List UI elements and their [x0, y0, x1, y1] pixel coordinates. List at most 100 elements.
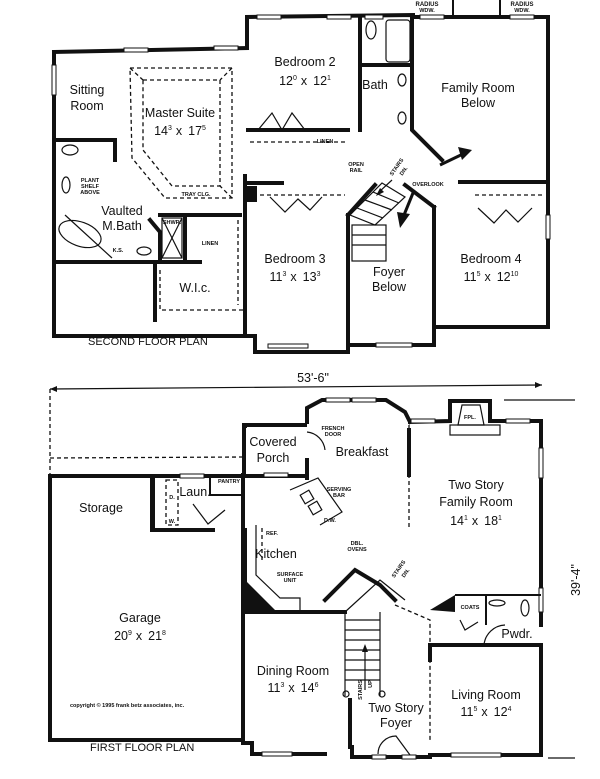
tray-ceiling	[129, 67, 144, 81]
wall	[410, 15, 445, 163]
radius-window-label: RADIUS	[415, 2, 438, 8]
window	[213, 45, 239, 51]
shower	[161, 217, 183, 259]
window	[371, 754, 387, 760]
bay-wall	[305, 398, 413, 425]
stair-treads	[364, 199, 393, 211]
fireplace-label: FPL.	[464, 415, 476, 421]
window	[538, 447, 544, 479]
tray-ceiling	[219, 67, 233, 81]
window	[410, 418, 436, 424]
room-label-sitting-room: Sitting	[70, 83, 105, 97]
arrow-left-icon	[50, 386, 57, 392]
room-label-family-room-below: Below	[461, 96, 496, 110]
room-label-two-story-foyer: Foyer	[380, 716, 412, 730]
window	[401, 754, 417, 760]
sink	[307, 500, 323, 516]
room-label-family-room: Family Room	[439, 495, 513, 509]
hearth	[449, 424, 501, 436]
bifold-door	[477, 207, 533, 224]
stairs-up-arrow-icon	[362, 644, 368, 652]
overall-depth-dimension: 39'-4"	[569, 564, 583, 596]
window	[364, 14, 384, 20]
room-label-garage: Garage	[119, 611, 161, 625]
toilet	[61, 144, 79, 156]
second-floor-plan-title: SECOND FLOOR PLAN	[88, 336, 208, 348]
window	[263, 472, 289, 478]
wall	[48, 474, 245, 742]
window	[123, 47, 149, 53]
window	[261, 751, 293, 757]
serving-bar	[289, 477, 343, 526]
double-ovens-label: DBL.	[351, 541, 364, 547]
room-label-laundry: Laun.	[179, 485, 210, 499]
radius-window-label: WDW.	[419, 8, 435, 14]
arrow-right-icon	[535, 382, 542, 388]
stair-landing	[344, 579, 406, 613]
stair-treads	[356, 207, 384, 219]
room-label-foyer-below: Below	[372, 280, 407, 294]
overlook-arrow-icon	[397, 192, 415, 228]
wall	[243, 328, 350, 354]
width-dimension-line	[49, 384, 543, 390]
room-label-bedroom-4: Bedroom 4	[460, 252, 521, 266]
sink	[397, 73, 407, 87]
room-label-dining-room: Dining Room	[257, 664, 329, 678]
washer-dryer	[165, 479, 179, 526]
room-label-powder: Pwdr.	[501, 627, 532, 641]
stairs-up-label: STAIRS	[358, 680, 364, 700]
overlook-arrow-icon	[439, 147, 472, 167]
room-label-family-room: Two Story	[448, 478, 504, 492]
tub	[385, 19, 411, 63]
open-wall	[394, 604, 431, 740]
wall	[350, 646, 543, 759]
wall	[245, 12, 550, 187]
window	[325, 397, 351, 403]
room-label-living-room: Living Room	[451, 688, 520, 702]
room-label-two-story-foyer: Two Story	[368, 701, 424, 715]
french-door-label: DOOR	[325, 432, 342, 438]
sink	[397, 111, 407, 125]
wall	[52, 108, 247, 338]
plant-shelf-label: SHELF	[81, 184, 100, 190]
toilet	[365, 20, 377, 40]
window	[545, 214, 551, 240]
stairs-down-label: DN.	[401, 567, 412, 579]
counter	[255, 525, 301, 610]
stairs-up-label: UP	[368, 680, 374, 688]
porch-roof-line	[49, 456, 245, 459]
tub-deck	[64, 214, 113, 259]
window	[505, 418, 531, 424]
room-label-storage: Storage	[79, 501, 123, 515]
sink	[299, 489, 315, 505]
room-label-covered-porch: Covered	[249, 435, 296, 449]
serving-bar-label: BAR	[333, 493, 345, 499]
window	[179, 473, 205, 479]
newel-post	[342, 690, 350, 698]
overall-width-dimension: 53'-6"	[297, 371, 329, 385]
stair-treads	[348, 182, 406, 226]
tray-ceiling	[142, 79, 221, 187]
bathtub	[58, 219, 102, 249]
wall	[322, 567, 398, 603]
dryer-label: D.	[169, 495, 175, 501]
window	[326, 14, 352, 20]
room-label-master-suite: Master Suite	[145, 106, 215, 120]
wall	[151, 474, 215, 532]
shower	[161, 217, 183, 259]
wall	[209, 476, 243, 496]
room-label-bedroom-2: Bedroom 2	[274, 55, 335, 69]
double-ovens-label: OVENS	[347, 547, 367, 553]
radius-window-label: RADIUS	[510, 2, 533, 8]
linen-label: LINEN	[317, 139, 334, 145]
bifold-door	[269, 196, 323, 213]
toilet	[61, 176, 71, 194]
newel-post	[378, 690, 386, 698]
